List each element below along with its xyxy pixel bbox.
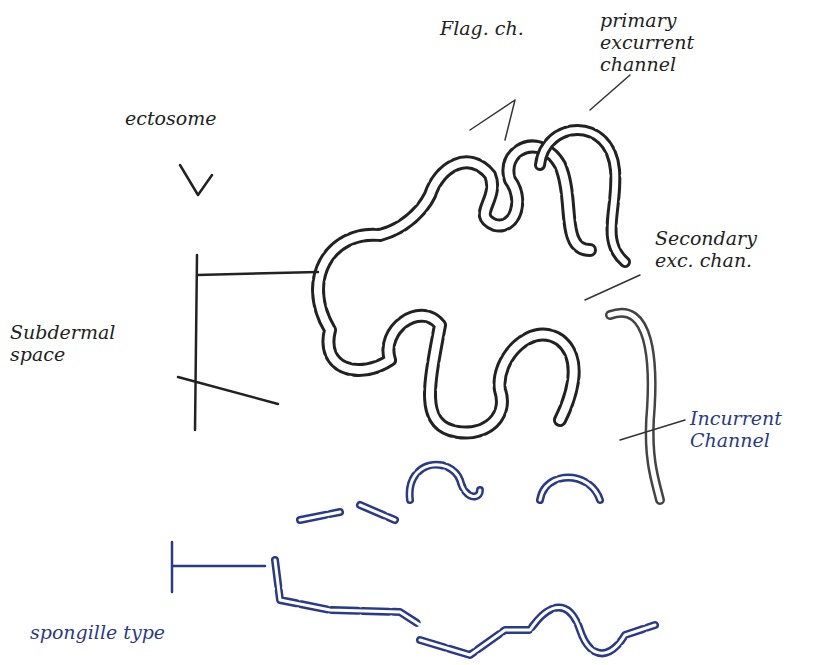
part-label: Incurrent Channel (690, 408, 810, 452)
part-label: primary excurrent channel (600, 10, 735, 76)
part-label: Secondary exc. chan. (655, 228, 785, 272)
part-label: Subdermal space (10, 322, 125, 366)
excurrent-tube (540, 130, 625, 262)
part-label: spongille type (30, 622, 165, 644)
leader-line (178, 165, 318, 430)
part-label: ectosome (125, 108, 216, 130)
leader-line (172, 542, 265, 592)
incurrent-tube (610, 313, 660, 500)
part-label: Flag. ch. (440, 18, 524, 40)
leader-line (470, 75, 685, 440)
chamber-wall (318, 146, 590, 432)
spongilla-chambers (275, 465, 655, 655)
